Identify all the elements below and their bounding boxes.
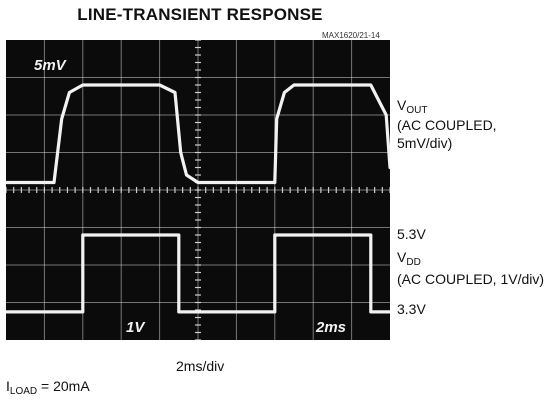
vdd-description: (AC COUPLED, 1V/div)	[397, 271, 545, 287]
vdd-label-main: V	[397, 249, 407, 265]
vout-label: VOUT	[397, 96, 427, 117]
time-scale-label: 2ms	[315, 319, 346, 336]
vdd-low-level-label: 3.3V	[397, 301, 426, 317]
iload-label: ILOAD = 20mA	[6, 378, 90, 397]
ch2-scale-label: 1V	[126, 319, 146, 336]
vout-description: (AC COUPLED, 5mV/div)	[397, 117, 497, 151]
iload-label-value: = 20mA	[37, 378, 90, 394]
vout-label-sub: OUT	[406, 105, 428, 116]
ch1-scale-label: 5mV	[34, 57, 68, 74]
trace-vdd	[6, 233, 390, 314]
x-scale-label: 2ms/div	[176, 358, 225, 374]
vout-label-main: V	[397, 97, 407, 113]
iload-label-main: I	[6, 378, 10, 394]
figure-id: MAX1620/21-14	[322, 31, 380, 40]
trace-vout	[6, 83, 390, 185]
iload-label-sub: LOAD	[9, 386, 38, 397]
chart-title: LINE-TRANSIENT RESPONSE	[77, 5, 323, 24]
scope-screen: 5mV 1V 2ms	[6, 40, 390, 340]
vdd-label: VDD	[397, 248, 421, 269]
vdd-label-sub: DD	[406, 257, 421, 268]
vdd-high-level-label: 5.3V	[397, 226, 426, 242]
